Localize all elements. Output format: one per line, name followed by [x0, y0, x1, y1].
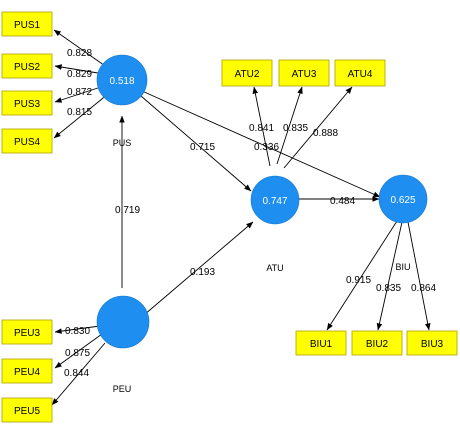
- latent-label: PUS: [113, 138, 132, 148]
- indicator-pus3: PUS3: [1, 90, 53, 116]
- loading-biu3: 0.864: [411, 283, 436, 294]
- indicator-boxes: PUS1 PUS2 PUS3 PUS4 ATU2 ATU3 ATU4 PE: [1, 11, 458, 423]
- loading-atu3: 0.835: [283, 123, 308, 134]
- loading-pus3: 0.872: [67, 87, 92, 98]
- path-coefficients: 0.715 0.336 0.719 0.193 0.484: [115, 142, 355, 278]
- edge-peu-peu4: [54, 333, 103, 369]
- loading-peu5: 0.844: [64, 368, 89, 379]
- loading-pus2: 0.829: [67, 69, 92, 80]
- coef-pus-atu: 0.715: [190, 142, 215, 153]
- loading-atu2: 0.841: [249, 123, 274, 134]
- loading-peu3: 0.830: [65, 326, 90, 337]
- edge-peu-peu5: [51, 342, 106, 406]
- loading-pus4: 0.815: [67, 107, 92, 118]
- loading-biu2: 0.835: [376, 283, 401, 294]
- indicator-label: PUS4: [14, 137, 41, 148]
- indicator-pus1: PUS1: [1, 11, 53, 37]
- outer-loadings: 0.828 0.829 0.872 0.815 0.841 0.835 0.88…: [64, 48, 436, 379]
- indicator-atu4: ATU4: [334, 59, 386, 87]
- indicator-peu5: PEU5: [1, 397, 53, 423]
- indicator-label: ATU3: [292, 69, 317, 80]
- latent-atu: 0.747 ATU: [250, 175, 300, 273]
- edge-pus-pus4: [53, 93, 109, 139]
- indicator-biu3: BIU3: [406, 330, 458, 356]
- indicator-atu2: ATU2: [221, 59, 273, 87]
- edge-biu-biu3: [407, 221, 431, 331]
- indicator-label: PUS2: [14, 62, 41, 73]
- coef-atu-biu: 0.484: [330, 196, 355, 207]
- edge-peu-atu: [143, 221, 254, 316]
- coef-peu-pus: 0.719: [115, 205, 140, 216]
- edge-biu-biu2: [376, 221, 403, 331]
- indicator-atu3: ATU3: [278, 59, 330, 87]
- indicator-biu1: BIU1: [295, 330, 347, 356]
- edge-biu-biu1: [326, 220, 398, 331]
- edge-pus-pus2: [54, 64, 105, 75]
- r-squared-value: 0.625: [390, 195, 415, 206]
- indicator-label: BIU3: [421, 339, 444, 350]
- indicator-pus4: PUS4: [1, 128, 53, 154]
- edge-pus-pus1: [53, 29, 109, 69]
- loading-pus1: 0.828: [67, 48, 92, 59]
- latent-variables: 0.518 PUS 0.747 ATU 0.625 BIU PEU: [96, 54, 428, 394]
- loading-biu1: 0.915: [346, 275, 371, 286]
- edge-pus-atu: [140, 95, 252, 192]
- indicator-label: PEU5: [14, 406, 41, 417]
- latent-peu: PEU: [96, 295, 150, 394]
- r-squared-value: 0.747: [262, 196, 287, 207]
- indicator-label: PUS1: [14, 20, 41, 31]
- indicator-label: ATU2: [235, 69, 260, 80]
- indicator-label: BIU2: [366, 339, 389, 350]
- indicator-label: BIU1: [310, 339, 333, 350]
- loading-peu4: 0.875: [65, 348, 90, 359]
- indicator-label: PEU3: [14, 328, 41, 339]
- r-squared-value: 0.518: [109, 76, 134, 87]
- edge-peu-peu3: [54, 325, 101, 334]
- edge-atu-atu4: [283, 86, 353, 169]
- latent-biu: 0.625 BIU: [378, 174, 428, 272]
- indicator-label: PUS3: [14, 99, 41, 110]
- latent-pus: 0.518 PUS: [96, 54, 148, 148]
- indicator-peu3: PEU3: [1, 319, 53, 345]
- edge-pus-pus3: [54, 85, 105, 103]
- latent-label: PEU: [113, 384, 132, 394]
- structural-edges: [119, 90, 381, 316]
- loading-atu4: 0.888: [313, 128, 338, 139]
- measurement-edges: [51, 29, 431, 406]
- edge-pus-biu: [141, 90, 381, 198]
- edge-atu-atu2: [252, 86, 271, 167]
- latent-label: ATU: [266, 263, 283, 273]
- indicator-peu4: PEU4: [1, 358, 53, 384]
- indicator-label: PEU4: [14, 367, 41, 378]
- indicator-biu2: BIU2: [351, 330, 403, 356]
- indicator-label: ATU4: [348, 69, 373, 80]
- edge-atu-atu3: [276, 86, 303, 165]
- coef-pus-biu: 0.336: [254, 142, 279, 153]
- indicator-pus2: PUS2: [1, 53, 53, 79]
- latent-label: BIU: [395, 262, 410, 272]
- coef-peu-atu: 0.193: [190, 267, 215, 278]
